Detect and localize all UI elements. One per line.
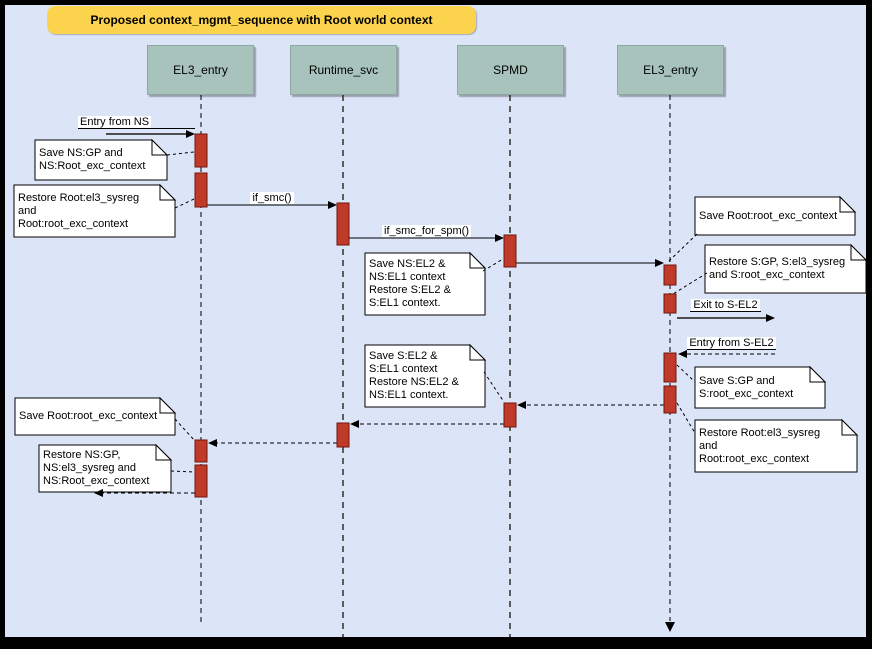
message-label-entry-from-ns: Entry from NS [78,116,195,129]
participant-label: Runtime_svc [308,63,379,77]
note-connectors [166,151,708,473]
note-fold-icon [809,365,827,383]
activation-spmd-b [503,402,517,428]
note-fold-icon [839,195,857,213]
activation-el3-1-c [194,439,208,463]
note-restore-ns-gp [38,444,172,493]
note-fold-icon [469,343,487,361]
participant-label: EL3_entry [643,63,698,77]
activation-el3-2-b [663,293,677,314]
arrowhead-icon [517,401,526,409]
note-restore-s-gp [704,244,866,294]
note-fold-icon [159,183,177,201]
note-save-ns-el2 [364,252,486,316]
message-label-if-smc: if_smc() [250,192,294,204]
activation-spmd-a [503,234,517,268]
arrowhead-icon [328,201,337,209]
participant-el3-entry-2: EL3_entry [617,45,724,95]
note-fold-icon [469,251,487,269]
activation-runtime-b [336,422,350,448]
note-fold-icon [155,443,173,461]
activation-el3-2-c [663,352,677,383]
diagram-shapes-layer [13,95,866,637]
participant-runtime-svc: Runtime_svc [290,45,397,95]
message-label-exit-to-s-el2: Exit to S-EL2 [690,299,761,312]
participant-spmd: SPMD [457,45,564,95]
diagram-title: Proposed context_mgmt_sequence with Root… [47,6,476,34]
note-restore-root-el3-sysreg-right [694,419,858,473]
note-save-ns-gp [34,139,168,181]
participant-label: SPMD [493,63,528,77]
note-fold-icon [850,243,866,261]
note-restore-root-el3-sysreg-left [13,184,176,238]
activation-el3-1-b [194,172,208,208]
activation-el3-1-d [194,464,208,498]
note-shapes [13,138,866,493]
note-save-s-gp [694,366,826,409]
arrowhead-icon [655,259,664,267]
activation-el3-1-a [194,133,208,168]
arrowhead-icon [495,234,504,242]
message-label-if-smc-for-spm: if_smc_for_spm() [382,225,471,237]
arrowhead-icon [208,439,217,447]
lifeline-end-arrowhead-icon [665,622,675,632]
arrowhead-icon [678,350,687,358]
note-save-ns-gp-fold-icon [151,138,169,156]
arrowhead-icon [186,130,195,138]
activation-bars [194,133,677,498]
arrowhead-icon [350,420,359,428]
note-fold-icon [841,418,859,436]
arrowhead-icon [94,489,103,497]
note-save-s-el2 [364,344,486,408]
note-fold-icon [159,396,177,414]
participant-label: EL3_entry [173,63,228,77]
activation-runtime-a [336,202,350,246]
activation-el3-2-d [663,385,677,414]
sequence-diagram-canvas: Proposed context_mgmt_sequence with Root… [5,5,866,637]
message-label-entry-from-s-el2: Entry from S-EL2 [687,337,776,350]
participant-el3-entry-1: EL3_entry [147,45,254,95]
activation-el3-2-a [663,264,677,286]
arrowhead-icon [766,314,775,322]
note-save-root-exc-right [694,196,856,236]
note-save-root-exc-left [14,397,176,436]
